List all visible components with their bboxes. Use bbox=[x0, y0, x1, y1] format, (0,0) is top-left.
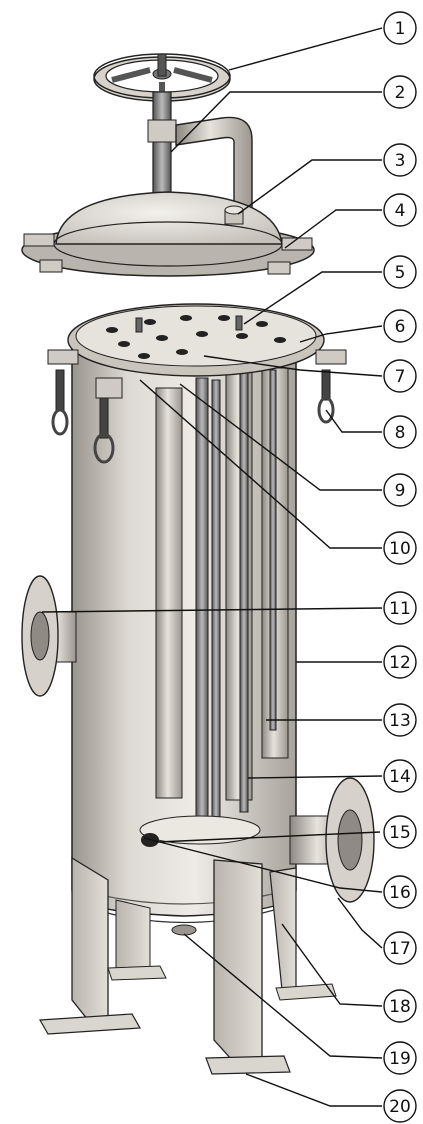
callout-6: 6 bbox=[383, 309, 417, 343]
callout-2-label: 2 bbox=[395, 83, 406, 103]
callout-11-label: 11 bbox=[389, 599, 411, 619]
callout-16: 16 bbox=[383, 875, 417, 909]
callout-19-label: 19 bbox=[389, 1049, 411, 1069]
callout-12: 12 bbox=[383, 645, 417, 679]
callout-7-label: 7 bbox=[395, 367, 406, 387]
filter-cartridges bbox=[155, 367, 289, 839]
callout-4-label: 4 bbox=[395, 201, 406, 221]
callout-5-label: 5 bbox=[395, 263, 406, 283]
callout-8: 8 bbox=[383, 415, 417, 449]
callout-3-label: 3 bbox=[395, 151, 406, 171]
callout-15-label: 15 bbox=[389, 823, 411, 843]
callout-16-label: 16 bbox=[389, 883, 411, 903]
callout-6-label: 6 bbox=[395, 317, 406, 337]
callout-11: 11 bbox=[383, 591, 417, 625]
callout-8-label: 8 bbox=[395, 423, 406, 443]
callout-9: 9 bbox=[383, 473, 417, 507]
callout-12-label: 12 bbox=[389, 653, 411, 673]
dome-lid bbox=[21, 191, 315, 277]
support-legs bbox=[39, 856, 337, 1075]
callout-13: 13 bbox=[383, 703, 417, 737]
callout-10-label: 10 bbox=[389, 539, 411, 559]
callout-20: 20 bbox=[383, 1089, 417, 1123]
handwheel bbox=[93, 53, 231, 102]
bottom-tube-plate bbox=[139, 815, 261, 847]
callouts: 1 2 3 4 5 6 7 8 9 10 11 12 13 14 15 16 1… bbox=[383, 11, 417, 1123]
callout-14: 14 bbox=[383, 759, 417, 793]
callout-7: 7 bbox=[383, 359, 417, 393]
callout-19: 19 bbox=[383, 1041, 417, 1075]
callout-18-label: 18 bbox=[389, 997, 411, 1017]
callout-4: 4 bbox=[383, 193, 417, 227]
callout-1-label: 1 bbox=[395, 19, 406, 39]
callout-15: 15 bbox=[383, 815, 417, 849]
leader-lines bbox=[41, 27, 383, 1107]
callout-13-label: 13 bbox=[389, 711, 411, 731]
callout-17: 17 bbox=[383, 931, 417, 965]
callout-1: 1 bbox=[383, 11, 417, 45]
clamp-ring bbox=[47, 349, 347, 464]
callout-9-label: 9 bbox=[395, 481, 406, 501]
callout-20-label: 20 bbox=[389, 1097, 411, 1117]
callout-5: 5 bbox=[383, 255, 417, 289]
callout-3: 3 bbox=[383, 143, 417, 177]
inlet-flange bbox=[21, 575, 77, 697]
callout-17-label: 17 bbox=[389, 939, 411, 959]
callout-18: 18 bbox=[383, 989, 417, 1023]
callout-14-label: 14 bbox=[389, 767, 411, 787]
outlet-flange bbox=[289, 777, 375, 903]
callout-2: 2 bbox=[383, 75, 417, 109]
callout-10: 10 bbox=[383, 531, 417, 565]
top-tube-sheet bbox=[67, 303, 325, 377]
